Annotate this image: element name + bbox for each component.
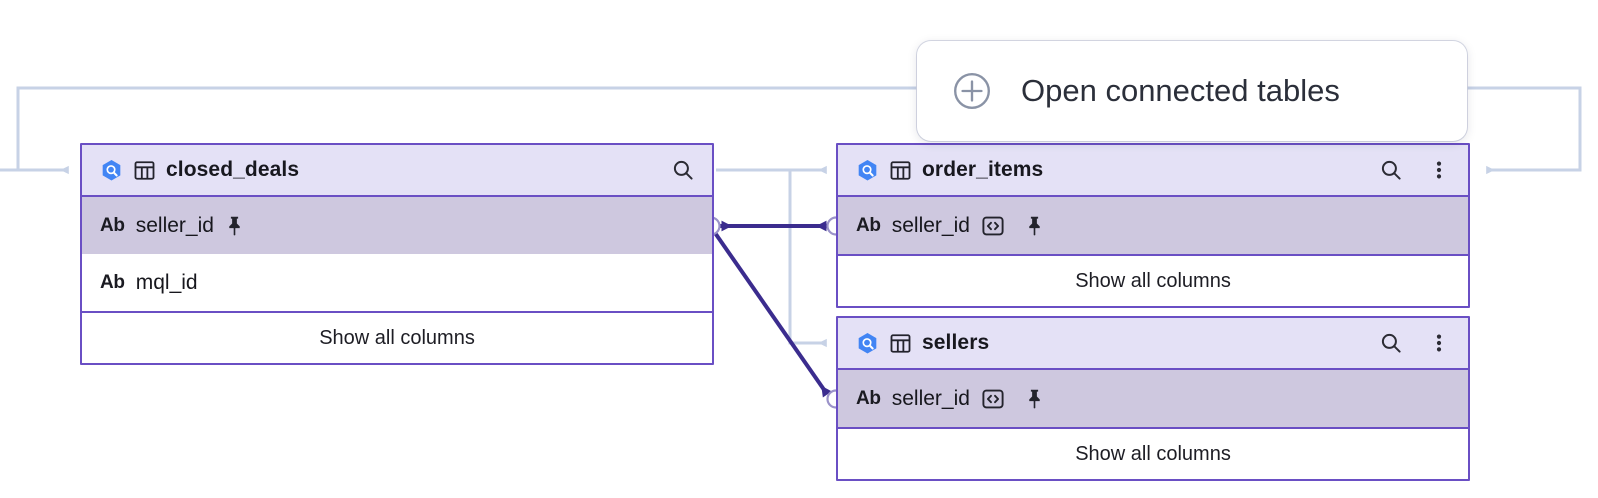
table-row[interactable]: Ab seller_id [838, 370, 1468, 427]
table-title: sellers [922, 331, 990, 354]
bigquery-icon [858, 332, 877, 353]
table-card-closed-deals[interactable]: closed_deals Ab seller_id Ab mql_id Show… [80, 143, 714, 365]
text-type-icon: Ab [100, 215, 125, 236]
bigquery-icon [858, 159, 877, 180]
column-name: seller_id [891, 213, 970, 237]
table-row[interactable]: Ab mql_id [82, 254, 712, 311]
code-icon[interactable] [981, 387, 1005, 411]
plus-circle-icon [954, 73, 990, 109]
table-header-closed-deals[interactable]: closed_deals [82, 145, 712, 197]
pin-icon[interactable] [1025, 388, 1044, 409]
table-row[interactable]: Ab seller_id [838, 197, 1468, 254]
search-icon[interactable] [1378, 157, 1404, 183]
table-grid-icon [890, 160, 911, 180]
search-icon[interactable] [1378, 330, 1404, 356]
tooltip-label: Open connected tables [1021, 73, 1340, 108]
show-all-columns-button[interactable]: Show all columns [82, 311, 712, 363]
text-type-icon: Ab [856, 388, 881, 409]
column-name: seller_id [135, 213, 214, 237]
column-name: seller_id [891, 386, 970, 410]
table-header-sellers[interactable]: sellers [838, 318, 1468, 370]
table-row[interactable]: Ab seller_id [82, 197, 712, 254]
kebab-menu-icon[interactable] [1426, 330, 1452, 356]
search-icon[interactable] [670, 157, 696, 183]
table-title: closed_deals [166, 158, 300, 181]
kebab-menu-icon[interactable] [1426, 157, 1452, 183]
column-name: mql_id [135, 270, 198, 294]
table-title: order_items [922, 158, 1044, 181]
text-type-icon: Ab [100, 272, 125, 293]
code-icon[interactable] [981, 214, 1005, 238]
open-connected-tables-tooltip[interactable]: Open connected tables [917, 41, 1467, 141]
show-all-columns-button[interactable]: Show all columns [838, 427, 1468, 479]
bigquery-icon [102, 159, 121, 180]
table-header-order-items[interactable]: order_items [838, 145, 1468, 197]
table-grid-icon [134, 160, 155, 180]
pin-icon[interactable] [225, 215, 244, 236]
show-all-columns-button[interactable]: Show all columns [838, 254, 1468, 306]
table-card-sellers[interactable]: sellers Ab seller_id [836, 316, 1470, 481]
pin-icon[interactable] [1025, 215, 1044, 236]
text-type-icon: Ab [856, 215, 881, 236]
table-grid-icon [890, 333, 911, 353]
table-card-order-items[interactable]: order_items Ab seller_id [836, 143, 1470, 308]
